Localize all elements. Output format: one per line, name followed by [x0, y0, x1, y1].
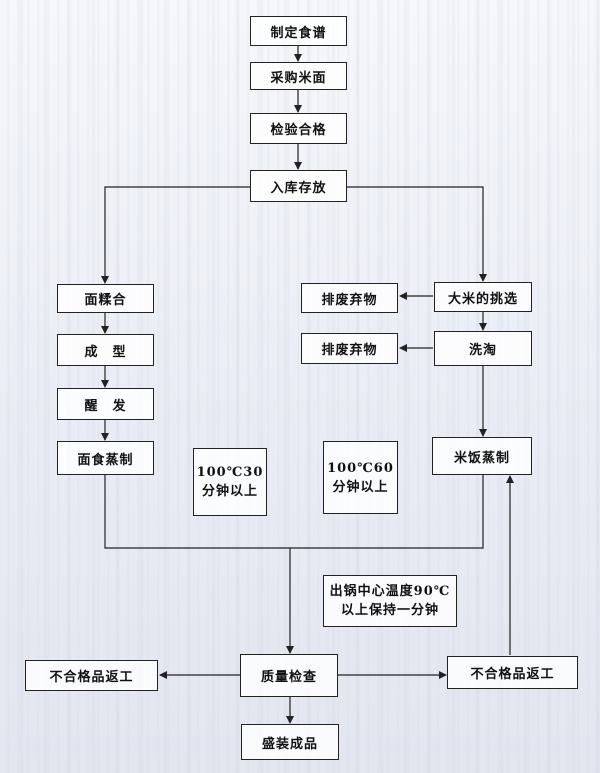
node-reject-left: 不合格品返工: [25, 660, 158, 691]
node-discard-2: 排废弃物: [301, 333, 398, 364]
node-package: 盛装成品: [241, 724, 339, 760]
node-noodle-steaming: 面食蒸制: [57, 441, 154, 475]
node-label: 检验合格: [270, 123, 327, 138]
node-label: 制定食谱: [270, 25, 327, 41]
note-core-temp: 出锅中心温度90℃ 以上保持一分钟: [323, 575, 457, 627]
node-label: 入库存放: [270, 180, 327, 196]
note-noodle-condition: 100℃30 分钟以上: [193, 448, 267, 516]
node-reject-right: 不合格品返工: [447, 656, 578, 689]
node-recipe: 制定食谱: [250, 16, 347, 46]
note-rice-condition: 100℃60 分钟以上: [323, 441, 398, 514]
arrow-storage-rice: [346, 186, 487, 282]
node-label: 大米的挑选: [447, 291, 518, 307]
line-rice-merge: [290, 474, 484, 549]
node-label: 盛装成品: [261, 736, 318, 752]
node-rice-steaming: 米饭蒸制: [432, 437, 532, 475]
node-label: 排废弃物: [321, 343, 378, 358]
node-label: 排废弃物: [321, 292, 378, 308]
node-storage: 入库存放: [250, 170, 347, 202]
node-kneading: 面糅合: [57, 284, 154, 313]
node-purchase: 采购米面: [250, 62, 347, 90]
node-label: 醒 发: [84, 398, 127, 414]
note-line: 分钟以上: [201, 484, 258, 499]
node-shaping: 成 型: [57, 334, 154, 366]
node-label: 采购米面: [270, 70, 327, 86]
node-label: 面食蒸制: [77, 452, 134, 468]
node-label: 不合格品返工: [49, 670, 134, 685]
node-label: 质量检查: [260, 670, 317, 685]
note-line: 分钟以上: [332, 479, 389, 495]
arrow-storage-kneading: [101, 186, 250, 284]
node-discard-1: 排废弃物: [301, 283, 398, 313]
line-noodle-merge: [104, 474, 290, 549]
node-inspect: 检验合格: [250, 113, 347, 144]
note-line: 以上保持一分钟: [340, 603, 439, 618]
node-washing: 洗淘: [434, 331, 532, 366]
note-line: 100℃30: [196, 465, 264, 480]
node-label: 不合格品返工: [470, 667, 555, 682]
node-rice-picking: 大米的挑选: [434, 282, 532, 312]
node-label: 米饭蒸制: [453, 450, 510, 466]
node-label: 洗淘: [468, 343, 497, 358]
node-proofing: 醒 发: [57, 388, 154, 420]
node-label: 面糅合: [84, 293, 127, 308]
note-line: 100℃60: [327, 460, 394, 476]
node-label: 成 型: [84, 344, 127, 360]
node-qc: 质量检查: [240, 654, 338, 697]
note-line: 出锅中心温度90℃: [329, 584, 451, 599]
